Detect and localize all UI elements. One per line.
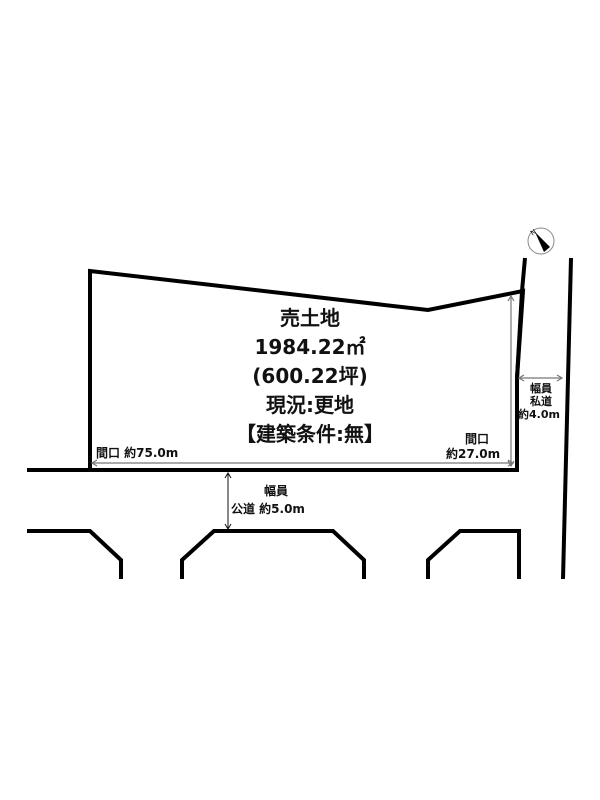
private-road-width-title: 幅員 xyxy=(530,382,552,395)
side-frontage-value: 約27.0m xyxy=(446,447,501,461)
private-road-dimension-line xyxy=(517,374,564,382)
public-road-dimension-line xyxy=(224,472,232,530)
lot-outline xyxy=(88,268,526,469)
svg-text:N: N xyxy=(529,228,538,238)
public-road-width-label: 公道 約5.0m xyxy=(231,502,305,516)
private-road-width-value: 約4.0m xyxy=(518,408,560,421)
building-condition: 【建築条件:無】 xyxy=(236,422,384,446)
main-frontage-label: 間口 約75.0m xyxy=(96,446,179,460)
private-road-edges xyxy=(515,257,573,580)
private-road-type: 私道 xyxy=(530,395,552,408)
property-area-tsubo: (600.22坪) xyxy=(252,364,368,388)
public-road-width-title: 幅員 xyxy=(264,484,289,498)
side-frontage-title: 間口 xyxy=(465,432,490,446)
current-status: 現況:更地 xyxy=(266,393,354,417)
property-info: 売土地 1984.22㎡ (600.22坪) 現況:更地 【建築条件:無】 xyxy=(210,304,410,449)
road-bottom-edge xyxy=(27,529,521,579)
north-arrow-icon: N xyxy=(527,227,555,255)
property-title: 売土地 xyxy=(280,306,340,330)
side-frontage-dimension-line xyxy=(507,294,515,468)
property-area-sqm: 1984.22㎡ xyxy=(254,335,366,359)
